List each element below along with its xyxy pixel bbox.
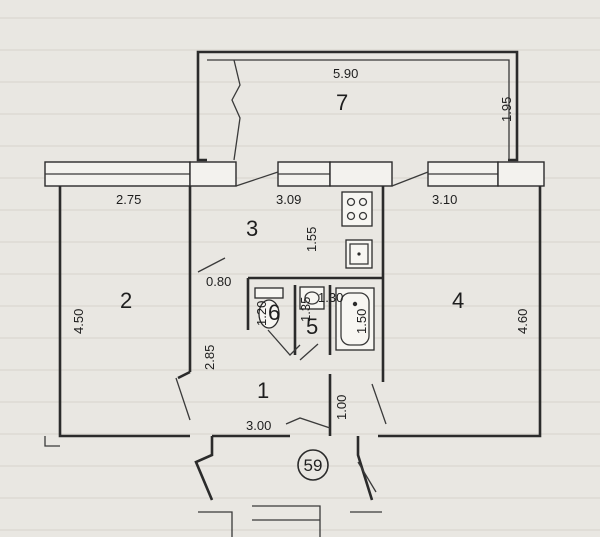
dim-bath-length: 1.35 bbox=[298, 297, 313, 322]
dim-entrance-width: 1.00 bbox=[334, 395, 349, 420]
dim-balcony-width: 5.90 bbox=[333, 66, 358, 81]
interior-walls bbox=[44, 186, 542, 447]
apartment-number-badge: 59 bbox=[297, 449, 329, 481]
dim-room-4-length: 4.60 bbox=[515, 309, 530, 334]
washbasin-icon bbox=[299, 286, 325, 310]
room-2-label: 2 bbox=[120, 288, 132, 313]
entrance-area bbox=[194, 436, 382, 537]
room-1-label: 1 bbox=[257, 378, 269, 403]
bathtub-icon bbox=[335, 287, 375, 351]
dim-room-2-width: 2.75 bbox=[116, 192, 141, 207]
room-5-label: 5 bbox=[306, 314, 318, 339]
dim-room-2-length: 4.50 bbox=[71, 309, 86, 334]
room-3-label: 3 bbox=[246, 216, 258, 241]
dim-hall-length: 3.00 bbox=[246, 418, 271, 433]
dim-kitchen-depth: 1.55 bbox=[304, 227, 319, 252]
dim-room-3-width: 3.09 bbox=[276, 192, 301, 207]
balcony-walls bbox=[196, 50, 519, 162]
dim-toilet-length: 1.20 bbox=[254, 301, 269, 326]
apartment-number: 59 bbox=[304, 456, 323, 475]
dim-balcony-depth: 1.95 bbox=[499, 97, 514, 122]
toilet-icon bbox=[254, 287, 284, 329]
stove-icon bbox=[341, 191, 373, 227]
dim-bath-width: 1.30 bbox=[318, 290, 343, 305]
paper-lines bbox=[0, 17, 600, 531]
dim-door-width: 0.80 bbox=[206, 274, 231, 289]
dim-hall-wall: 2.85 bbox=[202, 345, 217, 370]
room-4-label: 4 bbox=[452, 288, 464, 313]
room-7-label: 7 bbox=[336, 90, 348, 115]
exterior-wall-top bbox=[44, 161, 545, 187]
dim-room-4-width: 3.10 bbox=[432, 192, 457, 207]
dim-bathtub-length: 1.50 bbox=[354, 309, 369, 334]
room-6-label: 6 bbox=[268, 300, 280, 325]
kitchen-sink-icon bbox=[345, 239, 373, 269]
